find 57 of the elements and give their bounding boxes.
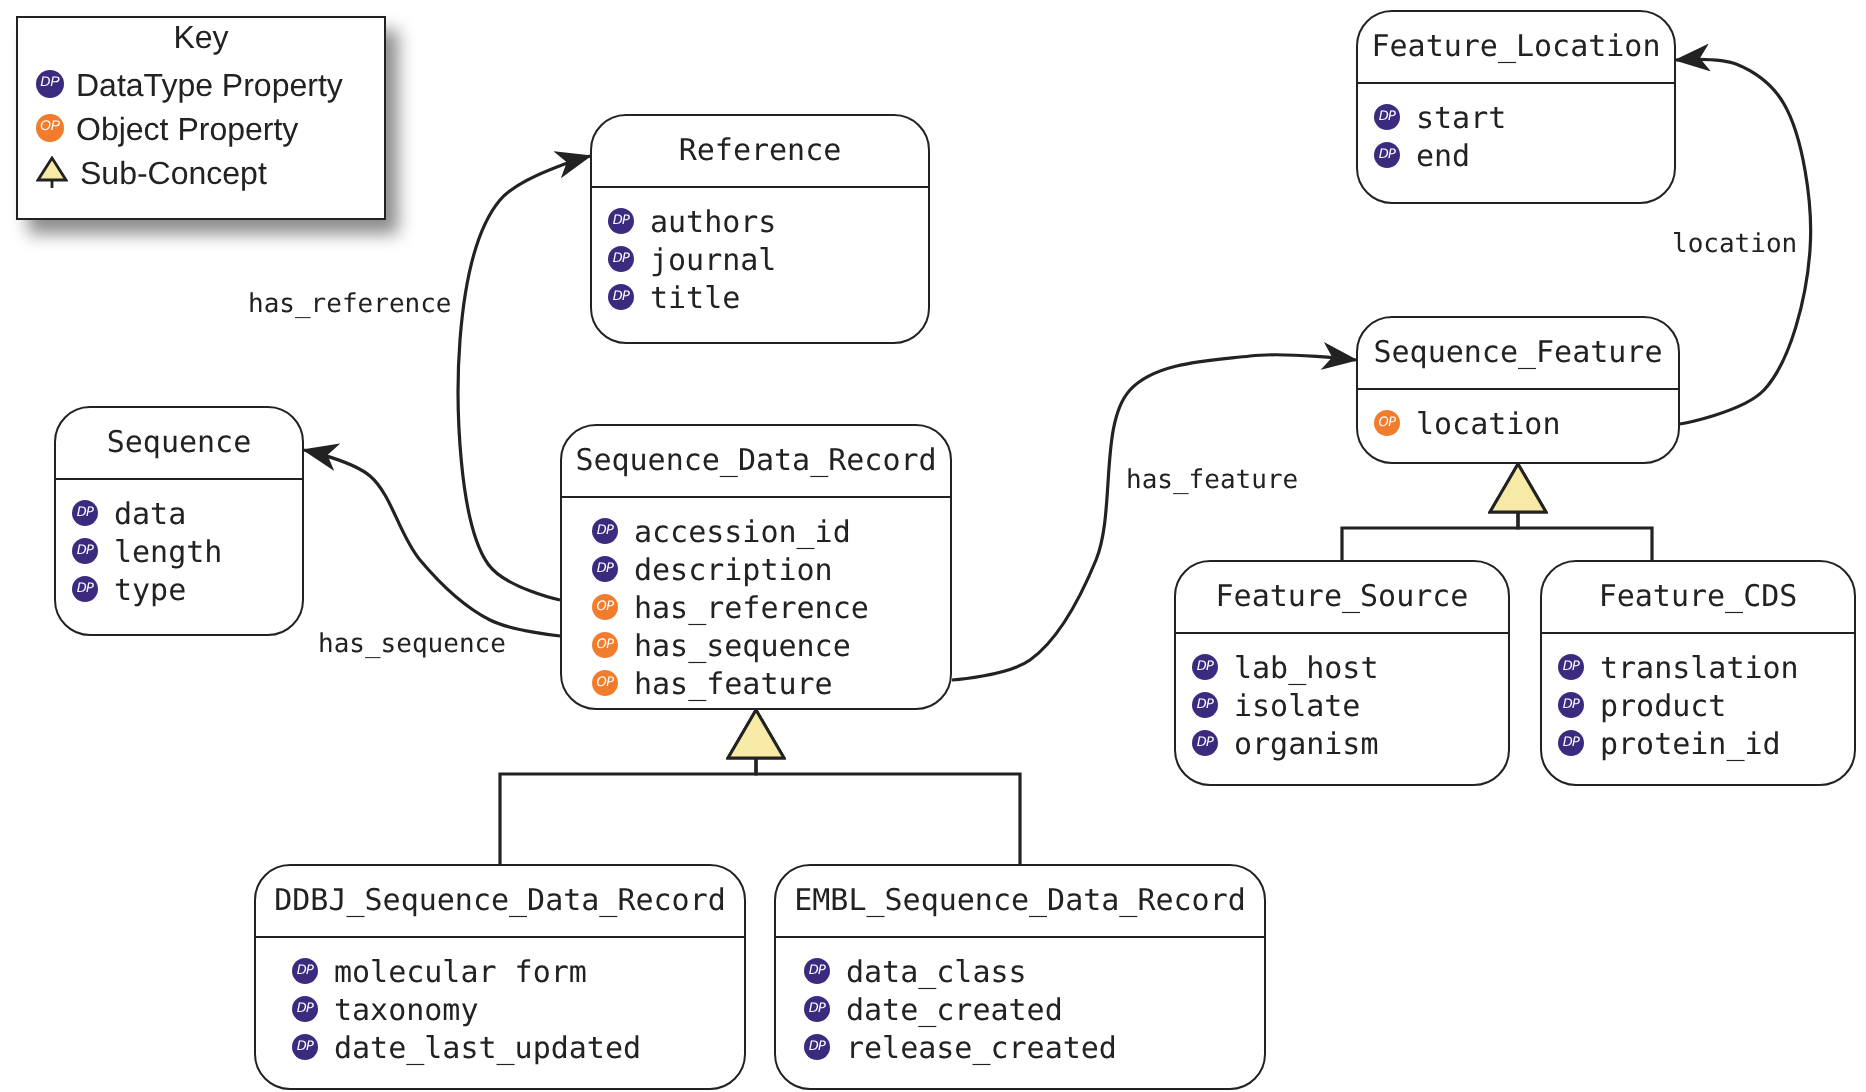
class-name: Reference [592, 116, 928, 188]
subconcept-connector [1488, 462, 1654, 560]
property-name: release_created [846, 1030, 1117, 1066]
legend-text: Sub-Concept [80, 158, 267, 192]
class-box [54, 406, 304, 636]
property-name: date_created [846, 992, 1063, 1028]
property-name: product [1600, 688, 1727, 724]
subconcept-connector [726, 708, 1022, 864]
edge-label: has_sequence [314, 630, 510, 662]
arrow [951, 342, 1358, 682]
property-name: lab_host [1234, 650, 1379, 686]
class-name: Feature_CDS [1542, 562, 1854, 634]
property-name: isolate [1234, 688, 1361, 724]
property-name: authors [650, 204, 777, 240]
property-name: has_feature [634, 666, 833, 702]
class-box [1356, 10, 1676, 204]
arrow [302, 443, 561, 638]
class-name: Sequence_Data_Record [562, 426, 950, 498]
property-name: organism [1234, 726, 1379, 762]
class-box [1540, 560, 1856, 786]
property-name: protein_id [1600, 726, 1781, 762]
property-name: journal [650, 242, 777, 278]
key-title: Key [171, 20, 231, 60]
arrow [1674, 43, 1813, 426]
property-name: end [1416, 138, 1471, 174]
class-name: Sequence [56, 408, 302, 480]
class-box [1174, 560, 1510, 786]
property-name: type [114, 572, 187, 608]
property-name: length [114, 534, 223, 570]
class-box [560, 424, 952, 710]
property-name: data [114, 496, 187, 532]
property-name: has_reference [634, 590, 869, 626]
class-box [774, 864, 1266, 1090]
class-box [1356, 316, 1680, 464]
legend-text: DataType Property [76, 70, 343, 104]
class-box [254, 864, 746, 1090]
property-name: taxonomy [334, 992, 479, 1028]
class-name: Sequence_Feature [1358, 318, 1678, 390]
class-name: EMBL_Sequence_Data_Record [776, 866, 1264, 938]
property-name: accession_id [634, 514, 851, 550]
property-name: data_class [846, 954, 1027, 990]
property-name: title [650, 280, 741, 316]
property-name: date_last_updated [334, 1030, 642, 1066]
class-box [590, 114, 930, 344]
property-name: translation [1600, 650, 1799, 686]
edge-label: has_feature [1122, 466, 1303, 498]
class-name: Feature_Source [1176, 562, 1508, 634]
property-name: molecular form [334, 954, 587, 990]
property-name: has_sequence [634, 628, 851, 664]
property-name: description [634, 552, 833, 588]
class-name: DDBJ_Sequence_Data_Record [256, 866, 744, 938]
property-name: start [1416, 100, 1507, 136]
arrow [456, 151, 592, 602]
class-name: Feature_Location [1358, 12, 1674, 84]
legend-text: Object Property [76, 114, 299, 148]
edge-label: has_reference [244, 290, 456, 322]
property-name: location [1416, 406, 1561, 442]
